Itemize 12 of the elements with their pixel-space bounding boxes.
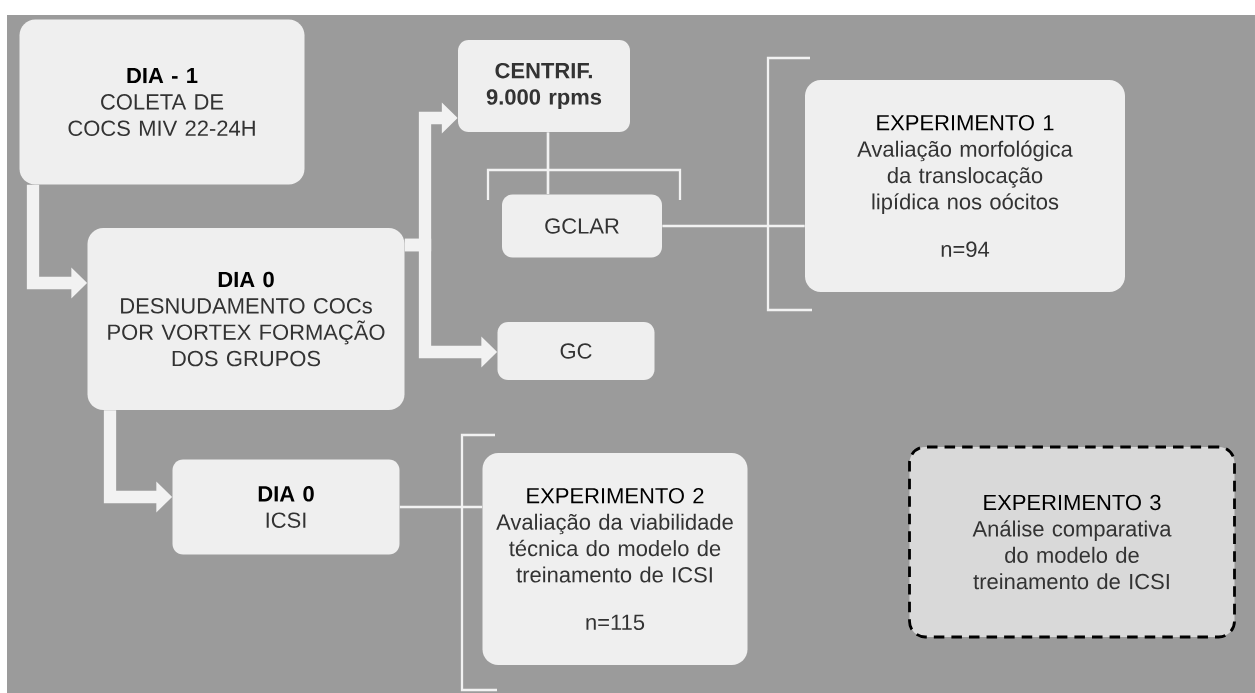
process-box: GCLAR	[502, 194, 662, 258]
connector-line	[399, 505, 483, 509]
process-box: DIA 0 ICSI	[172, 459, 400, 555]
process-box: DIA - 1 COLETA DE COCS MIV 22-24H	[19, 19, 305, 185]
experiment-box: EXPERIMENTO 2 Avaliação da viabilidade técnica do modelo de treinamento de ICSI n=115	[482, 453, 748, 665]
experiment-box: EXPERIMENTO 3 Análise comparativa do modelo de treinamento de ICSI	[908, 445, 1236, 639]
connector-line	[662, 224, 805, 228]
process-box: GC	[497, 322, 655, 380]
connector-line	[546, 132, 550, 195]
experiment-box: EXPERIMENTO 1 Avaliação morfológica da translocação lipídica nos oócitos n=94	[805, 80, 1125, 292]
process-box: CENTRIF. 9.000 rpms	[458, 40, 630, 132]
process-box: DIA 0 DESNUDAMENTO COCs POR VORTEX FORMAÇÃO DOS GRUPOS	[87, 228, 405, 410]
